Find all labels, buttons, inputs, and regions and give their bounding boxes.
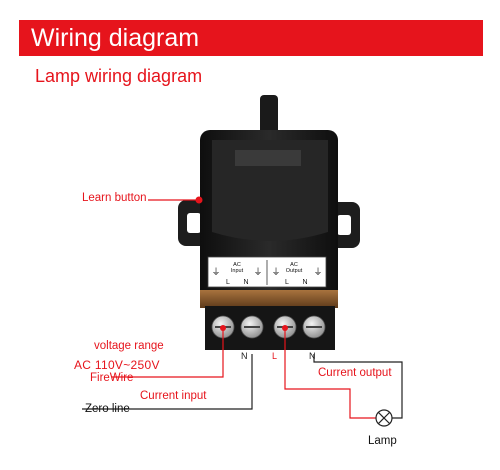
ground-symbol-4: ⏚ [313, 267, 322, 277]
input-ac-label: AC [233, 262, 241, 268]
fire-wire-dot [220, 325, 226, 331]
input-label: Input [231, 268, 244, 274]
copper-strip [200, 290, 338, 308]
ground-symbol-2: ⏚ [253, 267, 262, 277]
panel-n-output: N [302, 279, 307, 286]
lamp-symbol [375, 409, 393, 427]
ground-symbol-1: ⏚ [211, 267, 220, 277]
terminal-letter-l: L [272, 351, 277, 361]
lamp-label: Lamp [368, 435, 397, 447]
ac-voltage-label: AC 110V~250V [74, 358, 160, 372]
output-ac-label: AC [290, 262, 298, 268]
current-output-wire [284, 327, 376, 419]
zero-line-wire [82, 354, 253, 410]
current-output-label: Current output [318, 367, 392, 379]
panel-n-input: N [243, 279, 248, 286]
terminal-screw-4 [302, 315, 326, 339]
indicator-window [235, 150, 301, 166]
ground-symbol-3: ⏚ [271, 267, 280, 277]
current-input-label: Current input [140, 390, 207, 402]
terminal-letter-n1: N [241, 351, 248, 361]
subtitle: Lamp wiring diagram [35, 66, 203, 86]
current-output-dot [282, 325, 288, 331]
learn-button-pointer [148, 196, 203, 204]
terminal-screw-2 [240, 315, 264, 339]
neutral-return-wire [313, 354, 403, 419]
output-label: Output [286, 268, 303, 274]
banner-title: Wiring diagram [31, 24, 200, 52]
panel-l-input: L [226, 279, 230, 286]
voltage-range-label: voltage range [94, 340, 164, 352]
panel-l-output: L [285, 279, 289, 286]
fire-wire [112, 327, 224, 378]
title-banner: Wiring diagram [19, 20, 483, 56]
terminal-letter-n2: N [309, 351, 316, 361]
fire-wire-label: FireWire [90, 372, 134, 384]
zero-line-label: Zero line [85, 403, 130, 415]
learn-button-label: Learn button [82, 192, 147, 204]
antenna [260, 95, 278, 135]
